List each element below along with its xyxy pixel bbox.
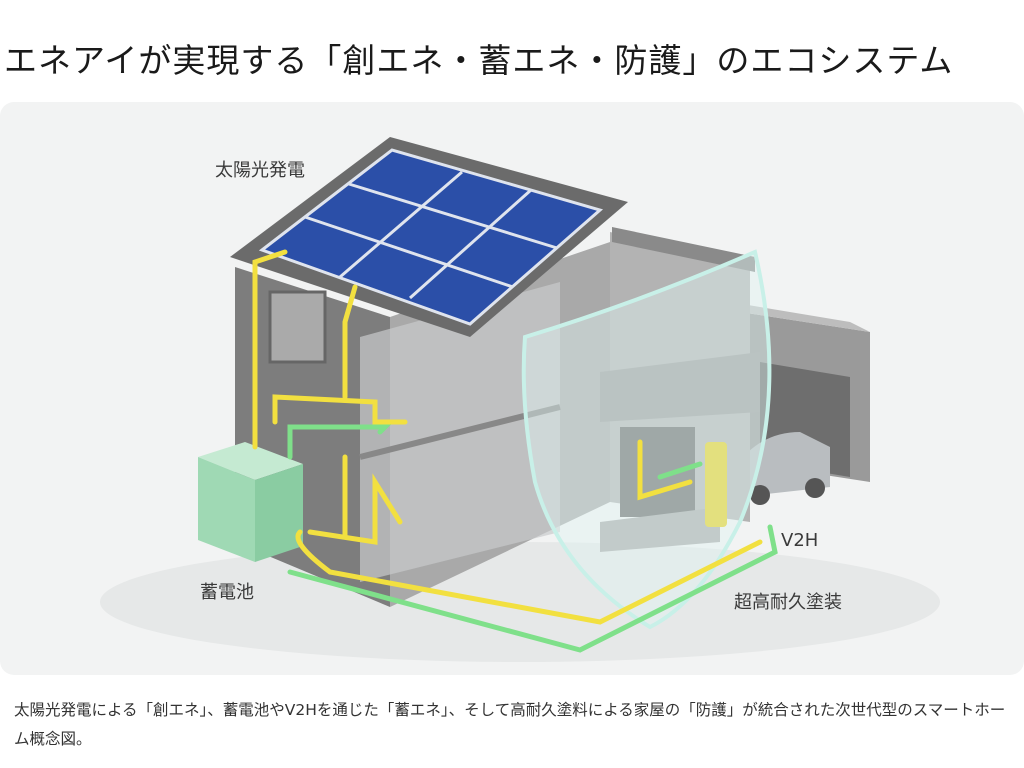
label-battery: 蓄電池 bbox=[200, 582, 254, 603]
house-diagram bbox=[100, 137, 940, 662]
car-icon bbox=[735, 432, 830, 505]
smart-home-illustration: 太陽光発電 蓄電池 V2H 超高耐久塗装 bbox=[0, 102, 1024, 675]
solar-panels bbox=[258, 148, 604, 326]
label-v2h: V2H bbox=[781, 530, 819, 551]
label-solar: 太陽光発電 bbox=[215, 160, 305, 181]
battery-icon bbox=[198, 442, 303, 562]
figure-caption: 太陽光発電による「創エネ」、蓄電池やV2Hを通じた「蓄エネ」、そして高耐久塗料に… bbox=[14, 701, 1006, 748]
page-title: エネアイが実現する「創エネ・蓄エネ・防護」のエコシステム bbox=[4, 41, 954, 80]
ev-charger-icon bbox=[705, 442, 727, 527]
energy-flow-lines bbox=[252, 249, 778, 653]
shield-icon bbox=[521, 249, 772, 630]
label-coating: 超高耐久塗装 bbox=[734, 592, 842, 613]
